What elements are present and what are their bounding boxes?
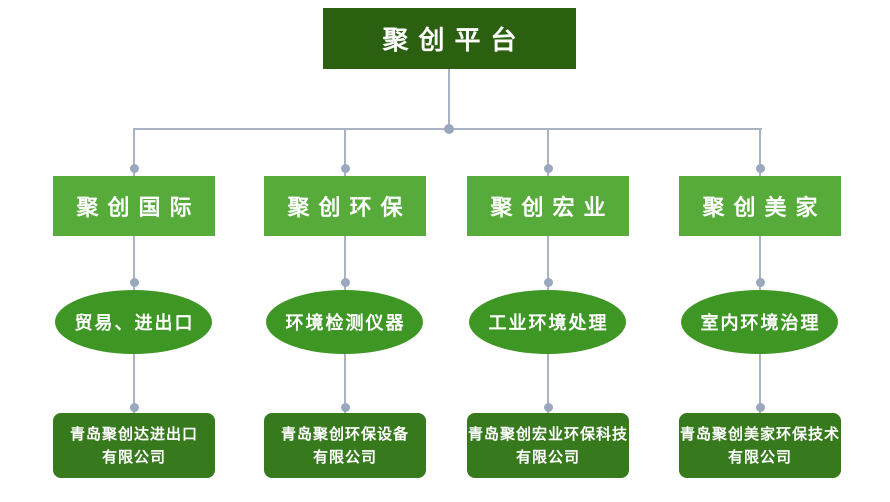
branch-column-1: 聚创国际 贸易、进出口 青岛聚创达进出口 有限公司 — [53, 129, 215, 489]
company-node: 青岛聚创环保设备 有限公司 — [264, 413, 426, 478]
service-node: 室内环境治理 — [681, 290, 838, 354]
branch-label: 聚创宏业 — [490, 195, 615, 220]
company-node: 青岛聚创达进出口 有限公司 — [53, 413, 215, 478]
connector-dot — [543, 403, 553, 412]
connector-root-vertical — [448, 69, 450, 129]
branch-label: 聚创环保 — [287, 195, 412, 220]
connector-top-vertical — [547, 129, 549, 176]
connector-junction-dot — [444, 124, 454, 134]
company-name-line1: 青岛聚创宏业环保科技 — [467, 425, 628, 443]
service-label: 工业环境处理 — [488, 313, 609, 333]
branch-label: 聚创美家 — [702, 195, 827, 220]
branch-node: 聚创环保 — [264, 176, 426, 236]
connector-dot — [755, 164, 765, 173]
connector-dot — [755, 403, 765, 412]
connector-bottom-vertical — [344, 354, 346, 414]
connector-mid-vertical — [133, 236, 135, 290]
service-label: 贸易、进出口 — [74, 313, 195, 333]
connector-dot — [340, 278, 350, 287]
connector-mid-vertical — [759, 236, 761, 290]
service-label: 环境检测仪器 — [285, 313, 406, 333]
branch-column-4: 聚创美家 室内环境治理 青岛聚创美家环保技术 有限公司 — [679, 129, 841, 489]
connector-dot — [129, 403, 139, 412]
branch-column-3: 聚创宏业 工业环境处理 青岛聚创宏业环保科技 有限公司 — [467, 129, 629, 489]
connector-dot — [340, 164, 350, 173]
company-node: 青岛聚创宏业环保科技 有限公司 — [467, 413, 629, 478]
service-node: 工业环境处理 — [469, 290, 626, 354]
company-name-line2: 有限公司 — [727, 448, 792, 466]
connector-top-vertical — [759, 129, 761, 176]
root-node: 聚创平台 — [323, 8, 576, 69]
connector-dot — [129, 164, 139, 173]
branch-node: 聚创国际 — [53, 176, 215, 236]
connector-bottom-vertical — [759, 354, 761, 414]
root-label: 聚创平台 — [382, 25, 527, 55]
company-name-line1: 青岛聚创环保设备 — [280, 425, 409, 443]
service-label: 室内环境治理 — [700, 313, 821, 333]
connector-bottom-vertical — [133, 354, 135, 414]
connector-mid-vertical — [547, 236, 549, 290]
company-name-line2: 有限公司 — [312, 448, 377, 466]
service-node: 贸易、进出口 — [55, 290, 212, 354]
connector-top-vertical — [133, 129, 135, 176]
branch-column-2: 聚创环保 环境检测仪器 青岛聚创环保设备 有限公司 — [264, 129, 426, 489]
connector-bottom-vertical — [547, 354, 549, 414]
connector-dot — [129, 278, 139, 287]
connector-dot — [543, 278, 553, 287]
branch-label: 聚创国际 — [76, 195, 201, 220]
service-node: 环境检测仪器 — [266, 290, 423, 354]
company-node: 青岛聚创美家环保技术 有限公司 — [679, 413, 841, 478]
branch-node: 聚创宏业 — [467, 176, 629, 236]
company-name-line1: 青岛聚创美家环保技术 — [679, 425, 840, 443]
company-name-line2: 有限公司 — [101, 448, 166, 466]
connector-dot — [340, 403, 350, 412]
connector-top-vertical — [344, 129, 346, 176]
company-name-line2: 有限公司 — [515, 448, 580, 466]
connector-dot — [543, 164, 553, 173]
branch-node: 聚创美家 — [679, 176, 841, 236]
connector-dot — [755, 278, 765, 287]
company-name-line1: 青岛聚创达进出口 — [69, 425, 198, 443]
connector-mid-vertical — [344, 236, 346, 290]
